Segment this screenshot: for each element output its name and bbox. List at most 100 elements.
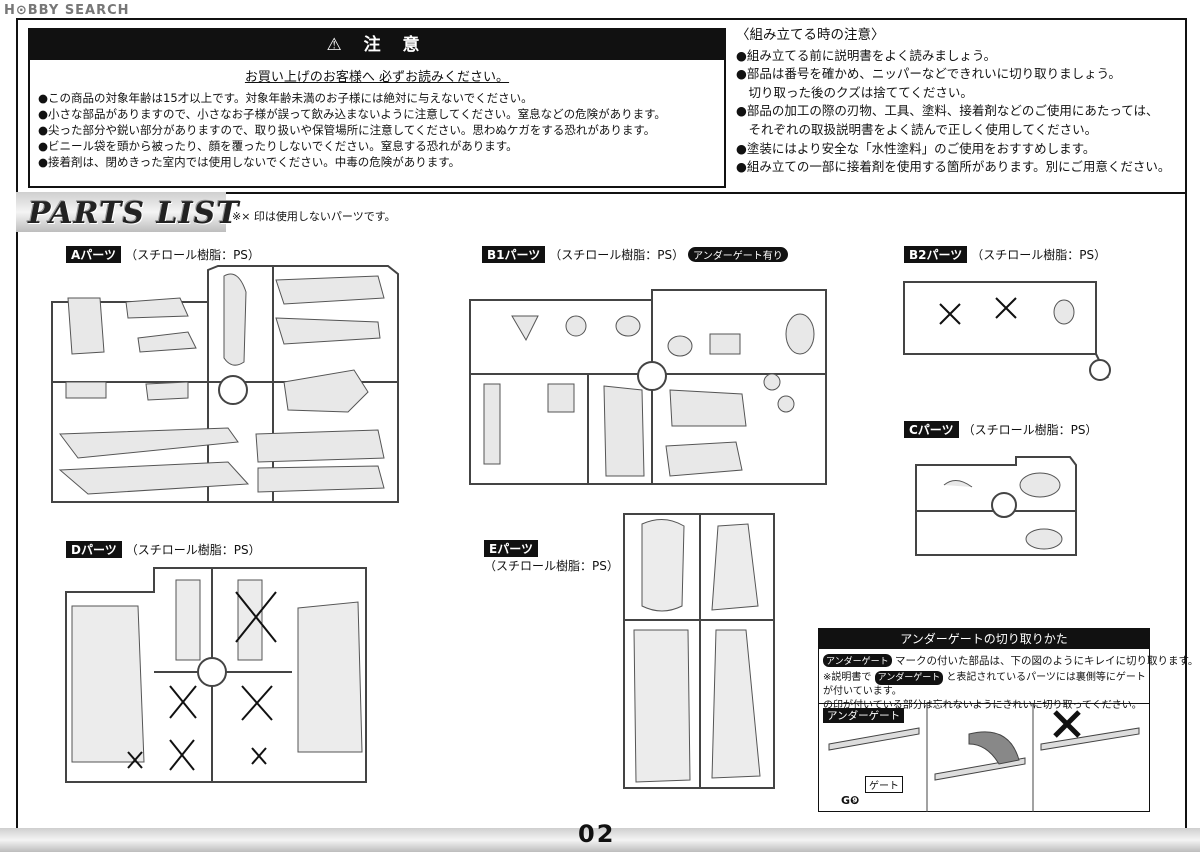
part-b1-y xyxy=(511,315,539,342)
sprue-e-label: Eパーツ （スチロール樹脂：PS） xyxy=(484,540,619,574)
sprue-d-label: Dパーツ（スチロール樹脂：PS） xyxy=(66,541,261,558)
sprue-c-frame xyxy=(915,456,1077,556)
part-b1-dome xyxy=(667,335,693,357)
sprue-a-label: Aパーツ（スチロール樹脂：PS） xyxy=(66,246,260,263)
assembly-tips: 〈組み立てる時の注意〉 ●組み立てる前に説明書をよく読みましょう。 ●部品は番号… xyxy=(736,26,1170,177)
part-a7 xyxy=(59,427,239,459)
sprue-e-frame xyxy=(623,513,775,789)
part-b1-box xyxy=(547,383,575,413)
part-c-oval2 xyxy=(1025,528,1063,550)
warning-item: ●小さな部品がありますので、小さなお子様が誤って飲み込まないように注意してくださ… xyxy=(38,107,666,121)
part-a9 xyxy=(275,275,385,305)
part-e4 xyxy=(711,629,761,779)
sprue-a-drawing xyxy=(51,265,399,503)
tip-item: ●組み立ての一部に接着剤を使用する箇所があります。別にご用意ください。 xyxy=(736,159,1171,175)
part-a2 xyxy=(125,297,189,319)
part-a4 xyxy=(223,273,247,366)
sprue-d-tag: Dパーツ xyxy=(66,541,122,558)
undergate-diagram: アンダーゲート ゲート G❾ xyxy=(819,703,1149,812)
sprue-b2-label: B2パーツ（スチロール樹脂：PS） xyxy=(904,246,1106,263)
nipper-icon xyxy=(968,731,1020,765)
warning-box: ⚠ 注 意 お買い上げのお客様へ 必ずお読みください。 ●この商品の対象年齢は1… xyxy=(28,28,726,188)
part-b1-cup xyxy=(615,315,641,337)
part-b1-rail xyxy=(483,383,501,465)
part-b1-wing xyxy=(669,389,747,427)
part-a11 xyxy=(283,369,369,413)
unused-parts-note: ※× 印は使用しないパーツです。 xyxy=(232,210,396,223)
part-b1-ring2 xyxy=(777,395,795,413)
part-a13 xyxy=(257,465,385,493)
sprue-b1-tag: B1パーツ xyxy=(482,246,546,263)
warning-item: ●接着剤は、閉めきった室内では使用しないでください。中毒の危険があります。 xyxy=(38,155,461,169)
tip-item: ●組み立てる前に説明書をよく読みましょう。 xyxy=(736,47,997,63)
sprue-b2-material: （スチロール樹脂：PS） xyxy=(971,248,1107,262)
part-c1 xyxy=(943,480,973,488)
sprue-b1-label: B1パーツ（スチロール樹脂：PS）アンダーゲート有り xyxy=(482,246,788,263)
sprue-b1-drawing xyxy=(469,289,827,485)
tip-item: ●部品は番号を確かめ、ニッパーなどできれいに切り取りましょう。 xyxy=(736,66,1121,82)
parts-list-heading: PARTS LIST xyxy=(28,196,240,231)
undergate-line-2b: と表記されているパーツには裏側等にゲートが付いています。 xyxy=(823,672,1146,697)
gate-label: ゲート xyxy=(865,776,903,793)
part-b1-round xyxy=(565,315,587,337)
part-c-oval xyxy=(1019,472,1061,498)
part-b1-fin xyxy=(665,441,743,477)
gate-code: G❾ xyxy=(841,794,860,807)
part-d-right-panel xyxy=(297,601,363,753)
undergate-line-1: アンダーゲート マークの付いた部品は、下の図のようにキレイに切り取ります。 xyxy=(823,653,1198,668)
undergate-instructions: アンダーゲートの切り取りかた アンダーゲート マークの付いた部品は、下の図のよう… xyxy=(818,628,1198,812)
sprue-d-drawing xyxy=(65,567,367,783)
part-a1 xyxy=(67,297,105,355)
part-a10 xyxy=(275,317,381,345)
part-a3 xyxy=(137,331,197,353)
sprue-c-material: （スチロール樹脂：PS） xyxy=(962,423,1098,437)
sprue-b2-drawing xyxy=(903,281,1111,381)
part-a12 xyxy=(255,429,385,463)
sprue-c-tag: Cパーツ xyxy=(904,421,959,438)
warning-item: ●ビニール袋を頭から被ったり、顔を覆ったりしないでください。窒息する恐れがありま… xyxy=(38,139,518,153)
part-a5 xyxy=(65,381,107,399)
undergate-line-3: の印が付いている部分は忘れないようにきれいに切り取ってください。 xyxy=(823,700,1142,711)
part-a8 xyxy=(58,461,250,495)
part-b1-block xyxy=(709,333,741,355)
tip-item: 切り取った後のクズは捨ててください。 xyxy=(736,84,973,100)
tip-item: ●部品の加工の際の刃物、工具、塗料、接着剤などのご使用にあたっては、 xyxy=(736,103,1159,119)
undergate-steps xyxy=(828,704,1140,812)
part-d-left-panel xyxy=(71,605,145,763)
warning-item: ●尖った部分や鋭い部分がありますので、取り扱いや保管場所に注意してください。思わ… xyxy=(38,123,656,137)
sprue-b2-tag: B2パーツ xyxy=(904,246,968,263)
footer-metal-strip xyxy=(0,828,1200,852)
warning-title: ⚠ 注 意 xyxy=(30,30,724,60)
undergate-tag: アンダーゲート xyxy=(823,654,892,667)
part-b1-hull xyxy=(603,385,645,477)
warning-list: ●この商品の対象年齢は15才以上です。対象年齢未満のお子様には絶対に与えないでく… xyxy=(38,90,666,170)
part-b2-dome xyxy=(1053,299,1075,325)
page-number: 02 xyxy=(578,820,616,848)
sprue-e-material: （スチロール樹脂：PS） xyxy=(484,559,619,573)
sprue-e-drawing xyxy=(623,513,775,789)
undergate-badge: アンダーゲート有り xyxy=(688,247,788,262)
sprue-e-tag: Eパーツ xyxy=(484,540,538,557)
undergate-line-1-text: マークの付いた部品は、下の図のようにキレイに切り取ります。 xyxy=(894,655,1199,667)
part-e2 xyxy=(711,523,759,611)
sprue-b1-material: （スチロール樹脂：PS） xyxy=(549,248,685,262)
sprue-d-frame xyxy=(65,567,367,783)
sprue-d-material: （スチロール樹脂：PS） xyxy=(125,543,261,557)
sprue-c-label: Cパーツ（スチロール樹脂：PS） xyxy=(904,421,1097,438)
part-e3 xyxy=(633,629,691,783)
sprue-a-material: （スチロール樹脂：PS） xyxy=(125,248,260,262)
tip-item: ●塗装にはより安全な「水性塗料」のご使用をおすすめします。 xyxy=(736,140,1096,156)
part-e1 xyxy=(641,519,685,612)
undergate-title: アンダーゲートの切り取りかた xyxy=(819,629,1149,649)
part-d1 xyxy=(175,579,201,661)
undergate-tag-inline: アンダーゲート xyxy=(874,671,944,685)
tip-item: それぞれの取扱説明書をよく読んで正しく使用してください。 xyxy=(736,121,1098,137)
undergate-line-2a: ※説明書で xyxy=(823,672,872,683)
part-b1-ring xyxy=(763,373,781,391)
sprue-a-frame xyxy=(51,265,399,503)
heading-metal-strip xyxy=(16,192,226,232)
sprue-c-drawing xyxy=(915,456,1077,556)
tips-title: 〈組み立てる時の注意〉 xyxy=(736,27,885,43)
undergate-line-2: ※説明書で アンダーゲート と表記されているパーツには裏側等にゲートが付いていま… xyxy=(823,671,1149,713)
part-a6 xyxy=(145,381,189,401)
